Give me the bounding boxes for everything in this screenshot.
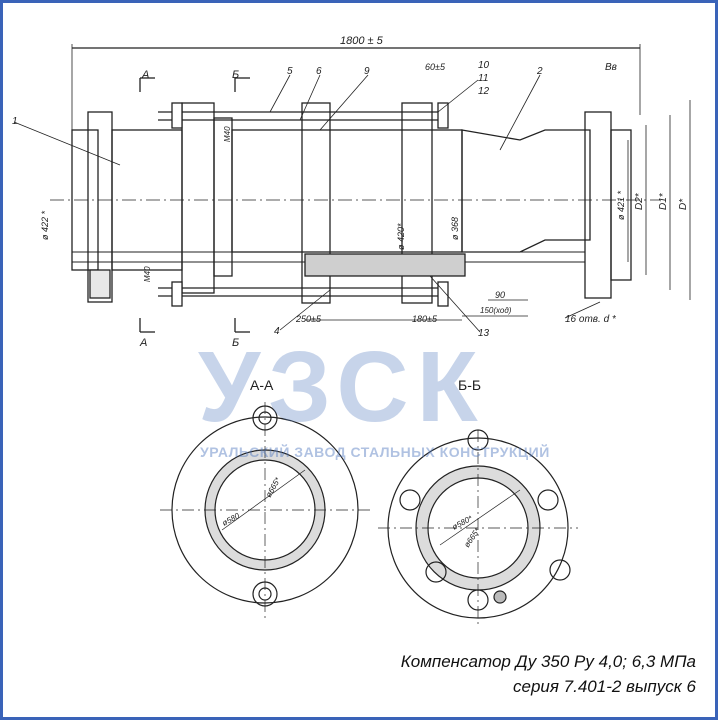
dim-90: 90: [495, 290, 505, 300]
callout-5: 5: [287, 66, 293, 77]
callout-13: 13: [478, 328, 490, 339]
dim-d420: ø 420*: [396, 223, 406, 250]
dim-d422: ø 422 *: [40, 210, 50, 240]
section-title-aa: А-А: [250, 377, 274, 393]
section-mark-a-bot: А: [139, 337, 147, 349]
callout-9: 9: [364, 66, 370, 77]
dim-D1: D1*: [658, 192, 669, 210]
dim-60: 60±5: [425, 62, 446, 72]
dim-180: 180±5: [412, 314, 438, 324]
section-aa: [160, 402, 370, 618]
callout-6: 6: [316, 66, 322, 77]
section-mark-a-top: А: [141, 69, 149, 81]
dim-b0: Bв: [605, 62, 617, 73]
dim-holes: 16 отв. d *: [565, 314, 617, 325]
dim-m40-top: М40: [223, 126, 232, 142]
dim-m40-bot: М40: [143, 266, 152, 282]
dim-D2: D2*: [634, 192, 645, 210]
watermark-tagline: УРАЛЬСКИЙ ЗАВОД СТАЛЬНЫХ КОНСТРУКЦИЙ: [200, 444, 550, 460]
dim-d368: ø 368: [450, 217, 460, 240]
callout-10: 10: [478, 60, 490, 71]
section-mark-b-bot: Б: [232, 337, 239, 349]
caption-title: Компенсатор Ду 350 Ру 4,0; 6,3 МПа: [400, 652, 696, 671]
dim-D: D*: [678, 198, 689, 210]
dim-250: 250±5: [295, 314, 322, 324]
callout-11: 11: [478, 73, 488, 84]
dim-overall-length: 1800 ± 5: [340, 35, 384, 47]
callout-4: 4: [274, 326, 280, 337]
section-title-bb: Б-Б: [458, 377, 481, 393]
section-bb: [378, 429, 578, 626]
dim-d421: ø 421 *: [616, 190, 626, 220]
watermark-logo: УЗСК: [198, 331, 486, 443]
dim-150: 150(ход): [480, 306, 512, 315]
caption-series: серия 7.401-2 выпуск 6: [513, 677, 696, 696]
section-mark-b-top: Б: [232, 69, 239, 81]
callout-1: 1: [12, 116, 18, 127]
callout-2: 2: [536, 66, 543, 77]
callout-12: 12: [478, 86, 490, 97]
